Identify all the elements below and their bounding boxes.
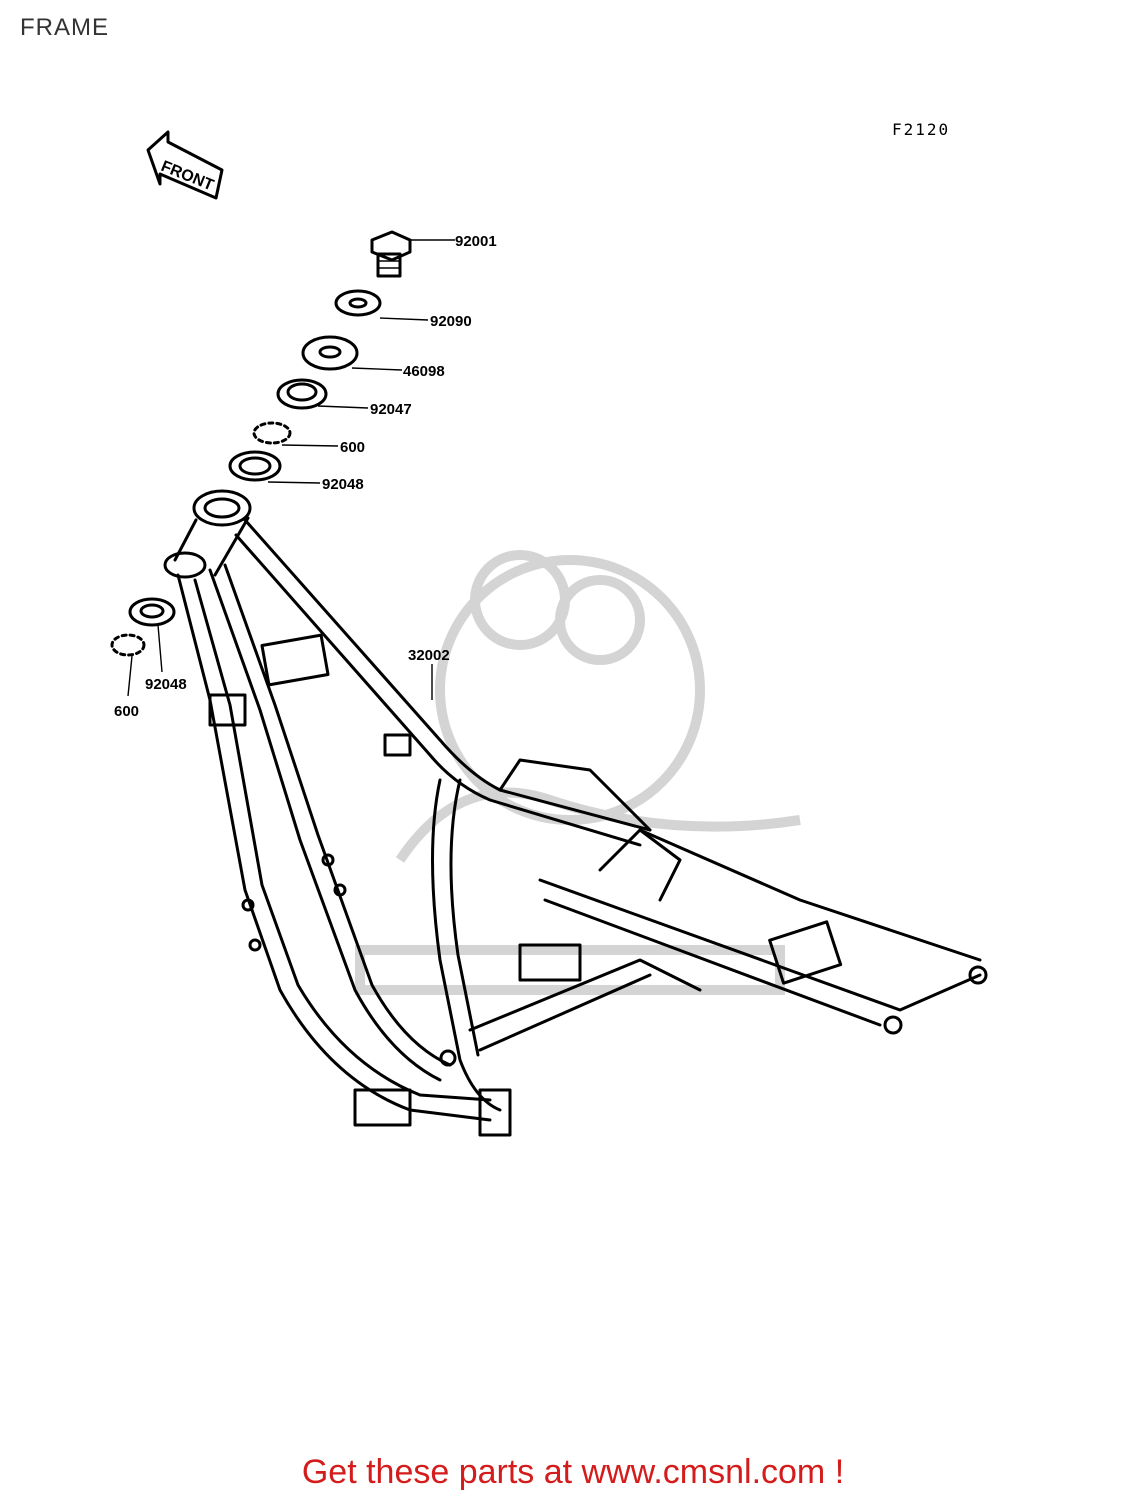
race-icon [276,378,328,410]
part-label-92001: 92001 [455,233,497,250]
part-label-92048-upper: 92048 [322,476,364,493]
part-label-92048-lower: 92048 [145,676,187,693]
upper-race-icon [228,450,282,482]
part-label-92090: 92090 [430,313,472,330]
diagram-code: F2120 [892,120,951,139]
part-labels: 92001 92090 46098 92047 600 92048 32002 … [114,233,497,720]
lock-washer-icon [334,289,382,317]
washer-icon [301,335,359,371]
steel-balls-lower-icon [110,633,146,657]
part-label-600-lower: 600 [114,703,139,720]
lower-race-icon [128,597,176,627]
part-label-92047: 92047 [370,401,412,418]
frame-icon [163,489,988,1137]
steel-balls-upper-icon [252,421,292,445]
footer-cta-link[interactable]: Get these parts at www.cmsnl.com ! [301,1453,845,1491]
front-arrow-icon: FRONT [146,130,224,200]
part-label-600-upper: 600 [340,439,365,456]
frame-exploded-diagram: FRONT [110,130,988,1137]
watermark-logo [355,550,801,995]
part-label-32002: 32002 [408,647,450,664]
leader-lines [127,239,455,700]
page-title: FRAME [20,14,109,41]
part-label-46098: 46098 [403,363,445,380]
steering-stem-bolt-icon [370,230,412,278]
